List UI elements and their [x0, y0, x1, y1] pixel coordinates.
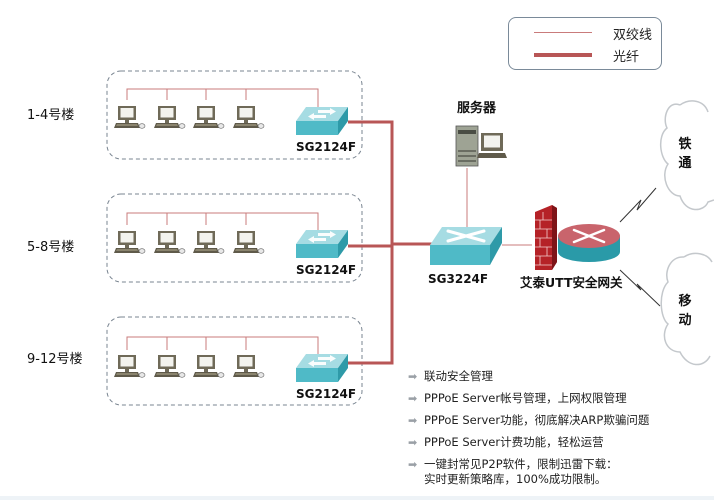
- fiber-line-sample: [534, 53, 592, 57]
- feature-text: PPPoE Server功能，彻底解决ARP欺骗问题: [424, 413, 650, 427]
- pc-icon: [192, 230, 225, 254]
- legend-label: 双绞线: [613, 28, 653, 43]
- server-label: 服务器: [457, 101, 497, 116]
- building-label: 9-12号楼: [27, 352, 83, 367]
- feature-text: 一键封常见P2P软件，限制迅雷下载：: [424, 457, 618, 471]
- feature-text: 实时更新策略库，100%成功限制。: [424, 472, 607, 486]
- feature-item: ➡ PPPoE Server计费功能，轻松运营: [408, 435, 708, 450]
- feature-text: 联动安全管理: [424, 369, 493, 383]
- cloud-icon-isp-2: [660, 252, 713, 366]
- feature-item: ➡ 一键封常见P2P软件，限制迅雷下载：实时更新策略库，100%成功限制。: [408, 457, 708, 487]
- isp-label-char: 动: [678, 313, 692, 328]
- pc-icon: [153, 105, 186, 129]
- isp-label-char: 通: [678, 156, 692, 171]
- arrow-right-icon: ➡: [408, 436, 418, 449]
- router-icon: [558, 224, 620, 262]
- pc-icon: [153, 354, 186, 378]
- feature-list: ➡ 联动安全管理 ➡ PPPoE Server帐号管理，上网权限管理 ➡ PPPoE …: [408, 369, 708, 487]
- access-switch-icon: [296, 107, 348, 135]
- bottom-strip: [0, 496, 714, 500]
- wan-link-2: [619, 269, 661, 307]
- isp-label-char: 铁: [678, 137, 692, 152]
- access-switch-label: SG2124F: [296, 387, 357, 401]
- building-group-3: [106, 316, 363, 406]
- wan-link-1: [619, 187, 657, 223]
- legend-item-fiber: 光纤: [509, 46, 661, 65]
- arrow-right-icon: ➡: [408, 370, 418, 383]
- feature-item: ➡ 联动安全管理: [408, 369, 708, 384]
- access-switch-label: SG2124F: [296, 263, 357, 277]
- arrow-right-icon: ➡: [408, 414, 418, 427]
- twisted-pair-line-sample: [534, 32, 592, 33]
- building-label: 5-8号楼: [27, 240, 75, 255]
- legend-label: 光纤: [613, 50, 640, 65]
- core-switch-label: SG3224F: [428, 272, 489, 286]
- pc-icon: [113, 105, 146, 129]
- building-group-1: [106, 70, 363, 160]
- building-label: 1-4号楼: [27, 108, 75, 123]
- pc-icon: [232, 105, 265, 129]
- pc-icon: [113, 354, 146, 378]
- legend: 双绞线 光纤: [508, 17, 662, 70]
- isp-label-unicom: 铁 通: [677, 135, 693, 173]
- feature-item: ➡ PPPoE Server功能，彻底解决ARP欺骗问题: [408, 413, 708, 428]
- pc-icon: [232, 354, 265, 378]
- access-switch-icon: [296, 354, 348, 382]
- arrow-right-icon: ➡: [408, 458, 418, 471]
- pc-icon: [192, 354, 225, 378]
- feature-item: ➡ PPPoE Server帐号管理，上网权限管理: [408, 391, 708, 406]
- firewall-icon: [535, 205, 557, 270]
- arrow-right-icon: ➡: [408, 392, 418, 405]
- isp-label-char: 移: [678, 294, 692, 309]
- server-icon: [455, 125, 507, 228]
- pc-icon: [113, 230, 146, 254]
- core-switch-icon: [430, 227, 502, 265]
- legend-item-twisted-pair: 双绞线: [509, 24, 661, 43]
- gateway-label: 艾泰UTT安全网关: [520, 275, 623, 290]
- cloud-icon-isp-1: [660, 100, 714, 211]
- building-group-2: [106, 193, 363, 283]
- pc-icon: [192, 105, 225, 129]
- pc-icon: [232, 230, 265, 254]
- pc-icon: [153, 230, 186, 254]
- access-switch-icon: [296, 230, 348, 258]
- isp-label-mobile: 移 动: [677, 292, 693, 330]
- access-switch-label: SG2124F: [296, 140, 357, 154]
- feature-text: PPPoE Server帐号管理，上网权限管理: [424, 391, 627, 405]
- feature-text: PPPoE Server计费功能，轻松运营: [424, 435, 604, 449]
